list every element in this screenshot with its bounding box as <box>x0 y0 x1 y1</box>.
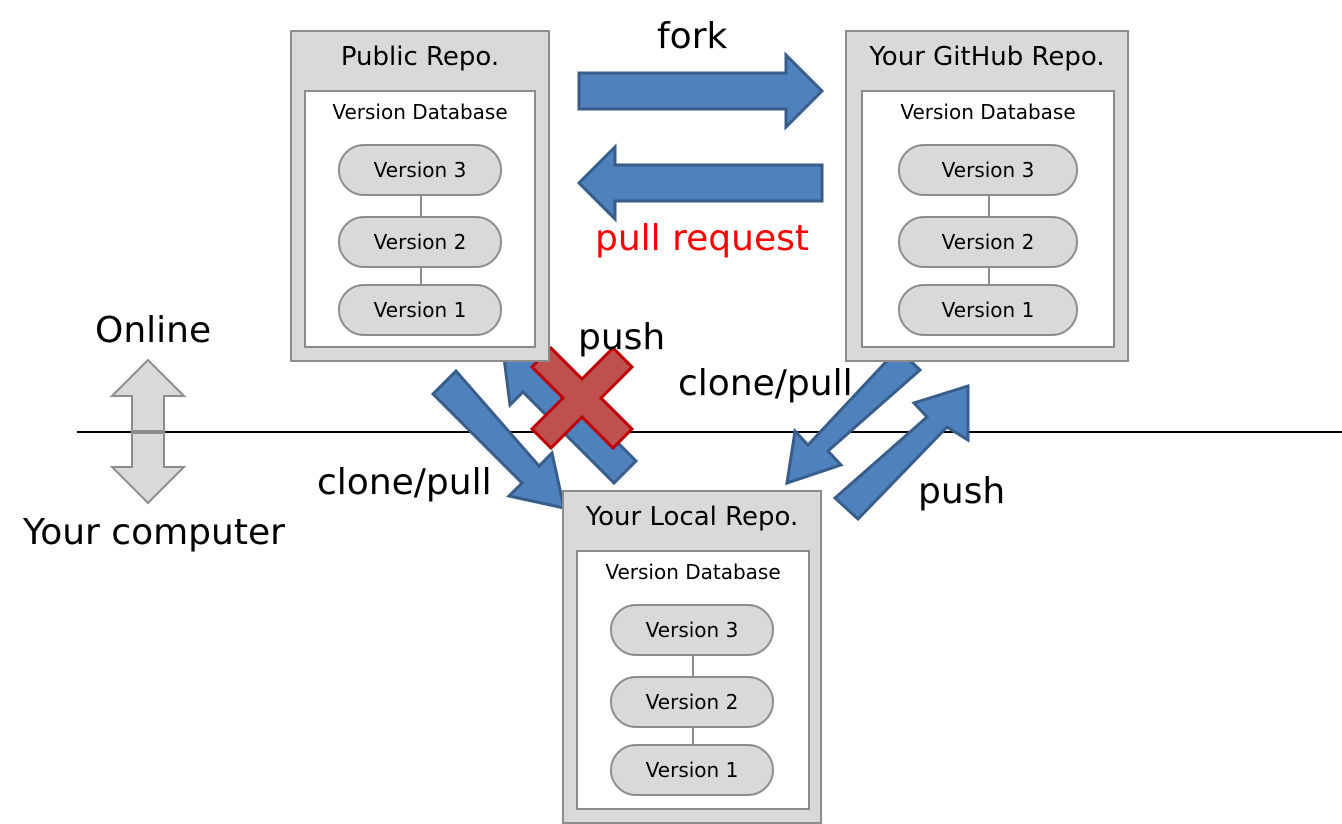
blocked-cross-icon <box>529 345 635 451</box>
local-version-2: Version 2 <box>610 676 774 728</box>
version-connector <box>988 264 990 284</box>
public-version-database: Version Database Version 3 Version 2 Ver… <box>304 90 536 348</box>
github-version-1: Version 1 <box>898 284 1078 336</box>
local-db-title: Version Database <box>605 560 781 584</box>
github-repo: Your GitHub Repo. Version Database Versi… <box>845 30 1129 362</box>
public-version-1: Version 1 <box>338 284 502 336</box>
public-db-title: Version Database <box>332 100 508 124</box>
version-connector <box>420 264 422 284</box>
fork-arrow <box>577 51 825 131</box>
local-version-3: Version 3 <box>610 604 774 656</box>
version-connector <box>988 192 990 216</box>
push-to-github-arrow <box>832 383 970 522</box>
public-version-2: Version 2 <box>338 216 502 268</box>
online-label: Online <box>95 310 212 351</box>
local-repo: Your Local Repo. Version Database Versio… <box>562 490 822 824</box>
pull-request-arrow <box>576 143 824 223</box>
fork-label: fork <box>657 16 728 57</box>
push-github-label: push <box>918 471 1006 512</box>
pull-request-label: pull request <box>595 218 809 259</box>
public-repo: Public Repo. Version Database Version 3 … <box>290 30 550 362</box>
public-repo-title: Public Repo. <box>340 42 500 72</box>
github-version-2: Version 2 <box>898 216 1078 268</box>
clone-pull-github-label: clone/pull <box>678 363 853 404</box>
version-connector <box>420 192 422 216</box>
version-connector <box>692 724 694 744</box>
github-version-database: Version Database Version 3 Version 2 Ver… <box>861 90 1115 348</box>
push-blocked-label: push <box>578 317 666 358</box>
clone-pull-public-label: clone/pull <box>317 462 492 503</box>
your-computer-label: Your computer <box>23 512 285 553</box>
github-version-3: Version 3 <box>898 144 1078 196</box>
local-version-database: Version Database Version 3 Version 2 Ver… <box>576 550 810 810</box>
local-version-1: Version 1 <box>610 744 774 796</box>
github-db-title: Version Database <box>900 100 1076 124</box>
online-offline-double-arrow <box>109 358 187 505</box>
local-repo-title: Your Local Repo. <box>585 502 799 532</box>
version-connector <box>692 652 694 676</box>
clone-pull-from-public-arrow <box>430 368 566 510</box>
github-repo-title: Your GitHub Repo. <box>869 42 1105 72</box>
public-version-3: Version 3 <box>338 144 502 196</box>
clone-pull-from-github-arrow <box>785 346 923 486</box>
